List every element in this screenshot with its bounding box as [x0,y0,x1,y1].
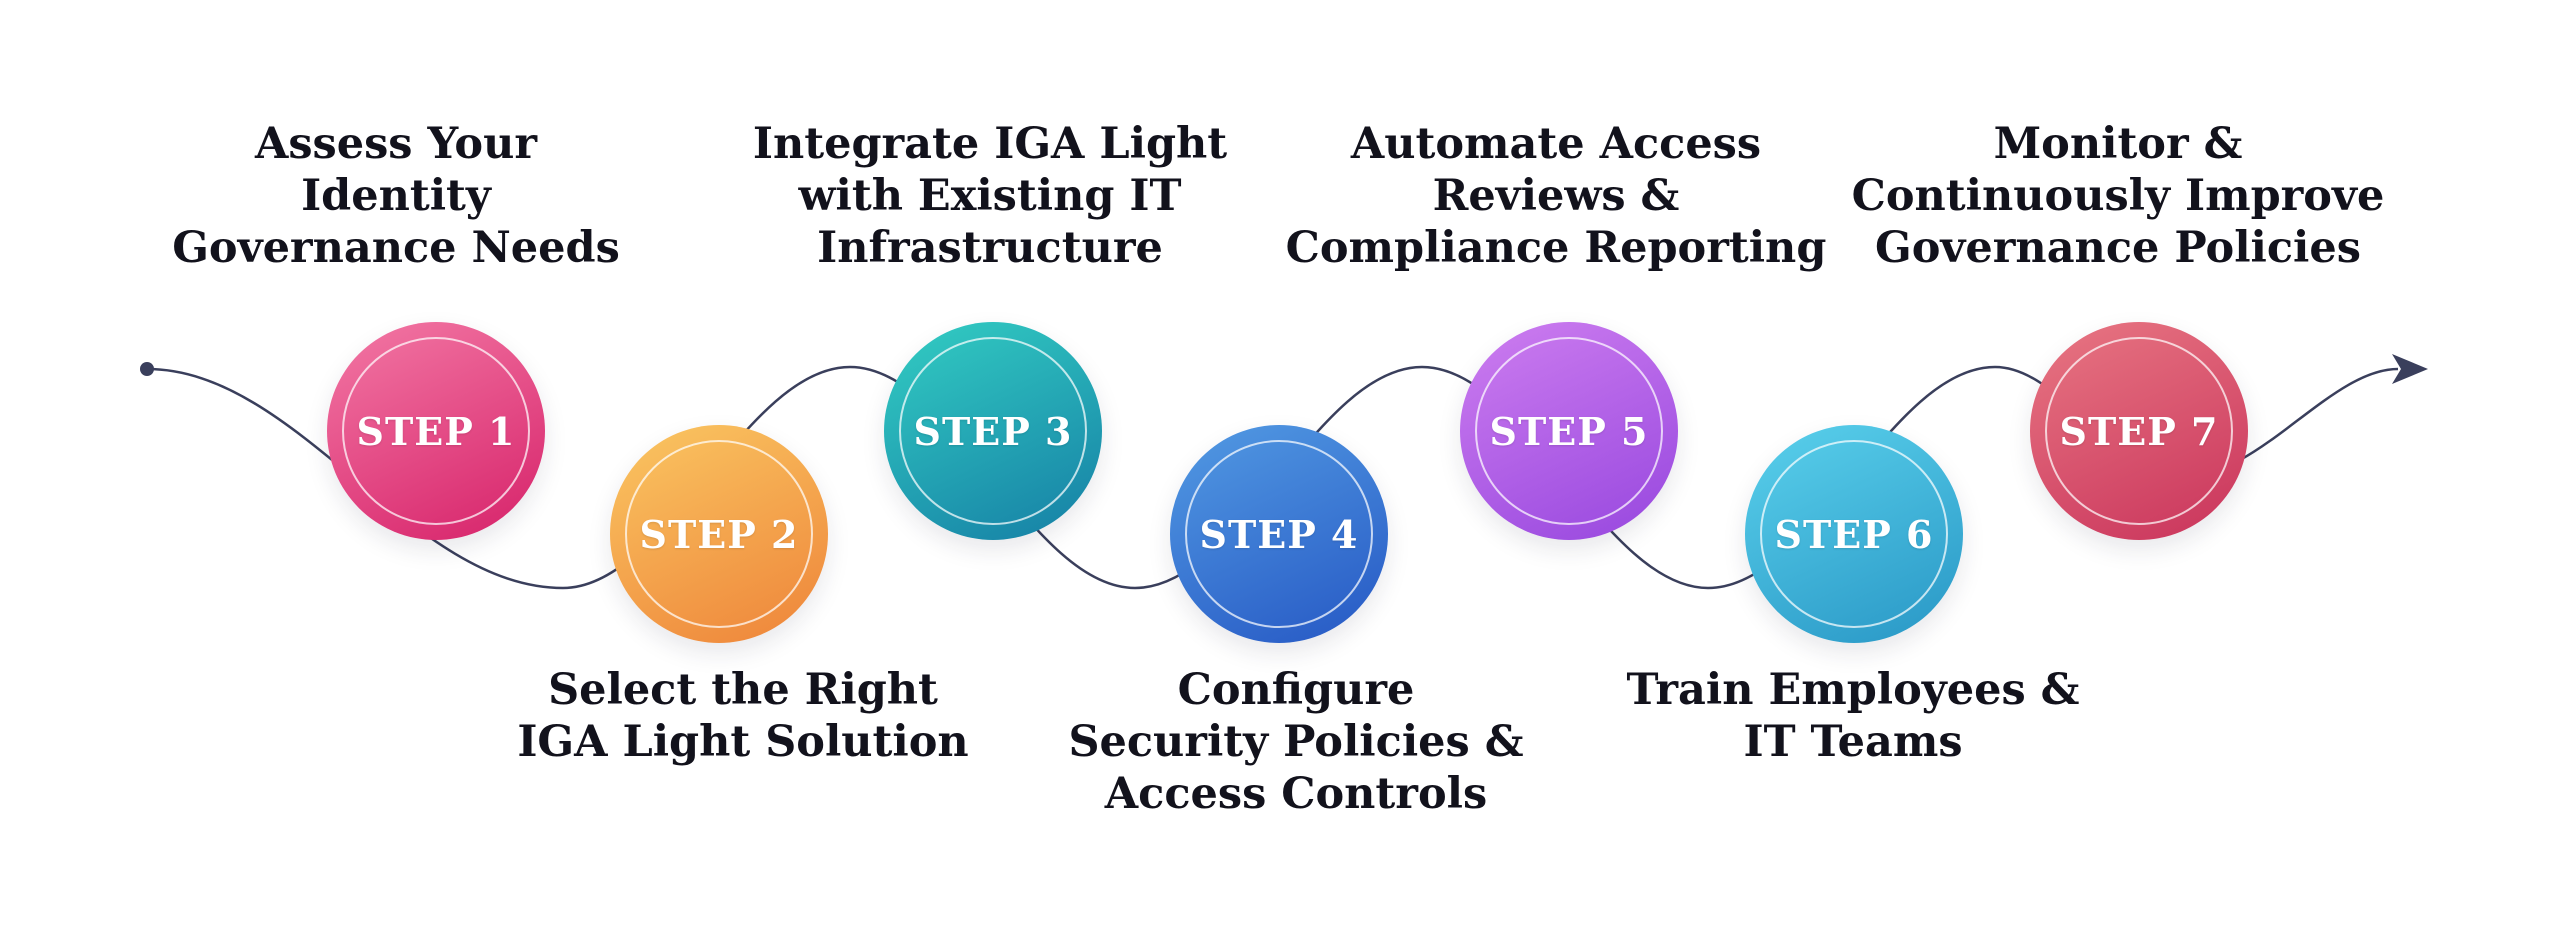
step-6-title: Train Employees & IT Teams [1626,665,2080,767]
step-7-circle: STEP 7 [2030,322,2248,540]
step-4-number: STEP 4 [1199,511,1359,557]
arrow-icon [2392,354,2428,384]
step-6-number: STEP 6 [1774,511,1934,557]
step-2-circle: STEP 2 [610,425,828,643]
step-3-number: STEP 3 [913,408,1073,454]
step-4-title: Configure Security Policies & Access Con… [1068,665,1524,819]
step-1-number: STEP 1 [356,408,516,454]
step-2-title: Select the Right IGA Light Solution [517,665,969,767]
step-1-title: Assess Your Identity Governance Needs [172,119,620,273]
step-5-title: Automate Access Reviews & Compliance Rep… [1285,119,1827,273]
start-dot-icon [140,362,154,376]
step-7-title: Monitor & Continuously Improve Governanc… [1851,119,2385,273]
step-6-circle: STEP 6 [1745,425,1963,643]
step-1-circle: STEP 1 [327,322,545,540]
step-2-number: STEP 2 [639,511,799,557]
step-7-number: STEP 7 [2059,408,2219,454]
step-5-number: STEP 5 [1489,408,1649,454]
step-3-circle: STEP 3 [884,322,1102,540]
step-4-circle: STEP 4 [1170,425,1388,643]
step-5-circle: STEP 5 [1460,322,1678,540]
step-3-title: Integrate IGA Light with Existing IT Inf… [752,119,1228,273]
